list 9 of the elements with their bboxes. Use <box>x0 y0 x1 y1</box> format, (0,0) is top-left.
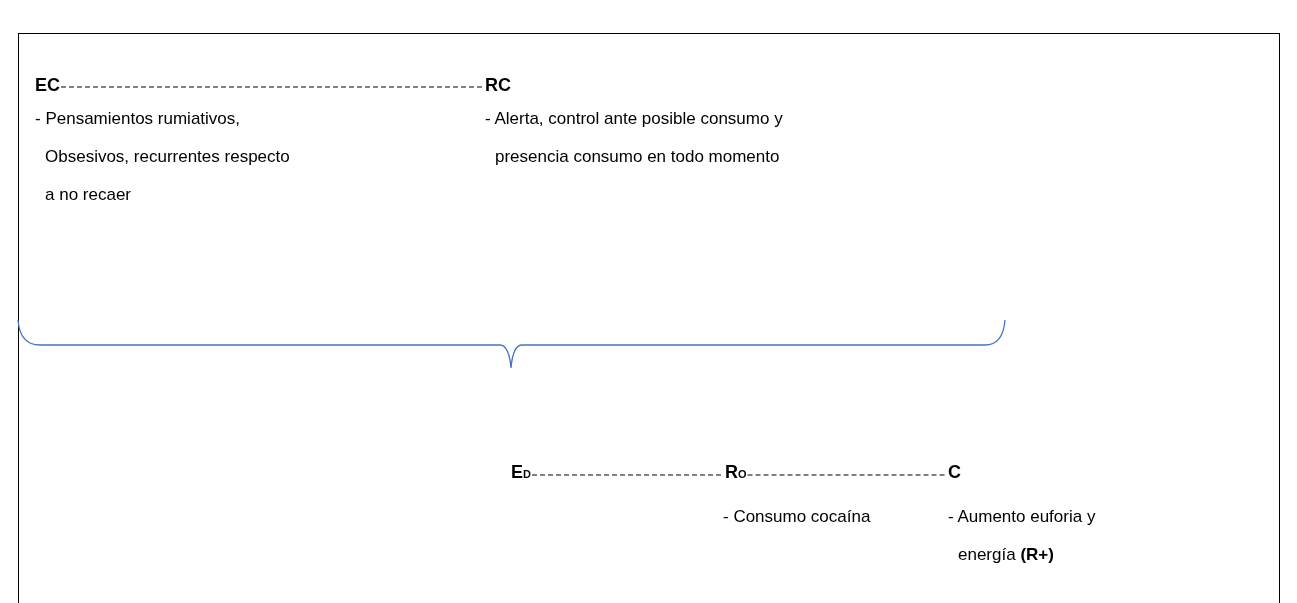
dashed-line <box>746 474 948 476</box>
note-text: - Alerta, control ante posible consumo y presencia consumo en todo momento <box>485 108 784 168</box>
node-label: EC <box>35 74 60 96</box>
note-text: - Pensamientos rumiativos, Obsesivos, recurrentes respecto a no recaer <box>35 108 291 206</box>
note-text: - Consumo cocaína <box>723 506 872 528</box>
note-text: - Aumento euforia y energía (R+) <box>948 506 1097 566</box>
node-label: RC <box>485 74 511 96</box>
dashed-line <box>60 86 485 88</box>
node-label: C <box>948 461 961 483</box>
